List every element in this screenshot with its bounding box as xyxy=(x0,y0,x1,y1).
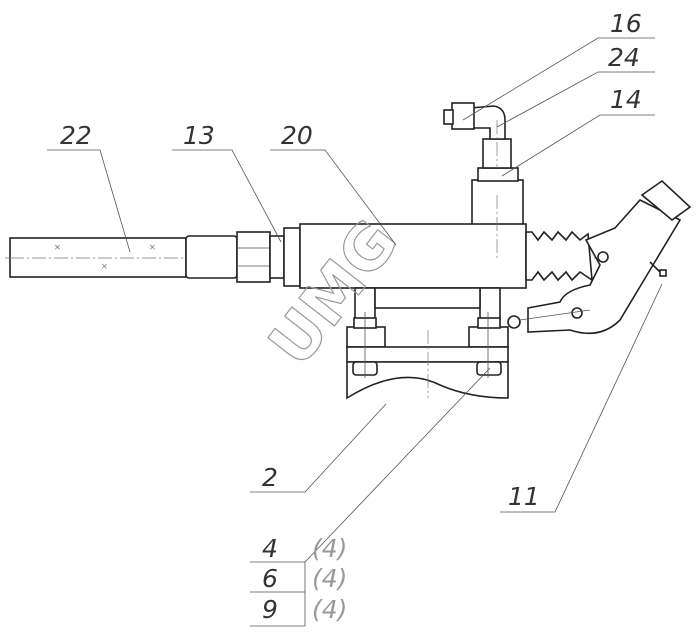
fastener-pos-6: 6 xyxy=(262,564,278,593)
callout-2: 2 xyxy=(262,463,278,492)
fastener-qty-4: (4) xyxy=(312,534,347,563)
lever-handle xyxy=(507,179,692,335)
svg-text:×: × xyxy=(101,259,108,273)
callout-24: 24 xyxy=(608,43,640,72)
callout-13: 13 xyxy=(183,121,215,150)
svg-text:×: × xyxy=(54,240,61,254)
bellows xyxy=(525,230,593,282)
fastener-pos-9: 9 xyxy=(262,595,278,624)
hose-part-22: × × × xyxy=(9,237,187,278)
callout-11: 11 xyxy=(508,482,540,511)
svg-text:×: × xyxy=(149,240,156,254)
fitting-part-13 xyxy=(185,227,301,287)
fastener-pos-4: 4 xyxy=(262,534,278,563)
leader-lines xyxy=(47,37,663,627)
fastener-qty-6: (4) xyxy=(312,564,347,593)
callout-14: 14 xyxy=(610,85,642,114)
callout-22: 22 xyxy=(60,121,92,150)
elbow-fitting-16-24 xyxy=(443,102,512,169)
bracket-part-2 xyxy=(346,312,509,400)
callout-16: 16 xyxy=(610,9,642,38)
callout-20: 20 xyxy=(281,121,313,150)
fastener-qty-9: (4) xyxy=(312,595,347,624)
